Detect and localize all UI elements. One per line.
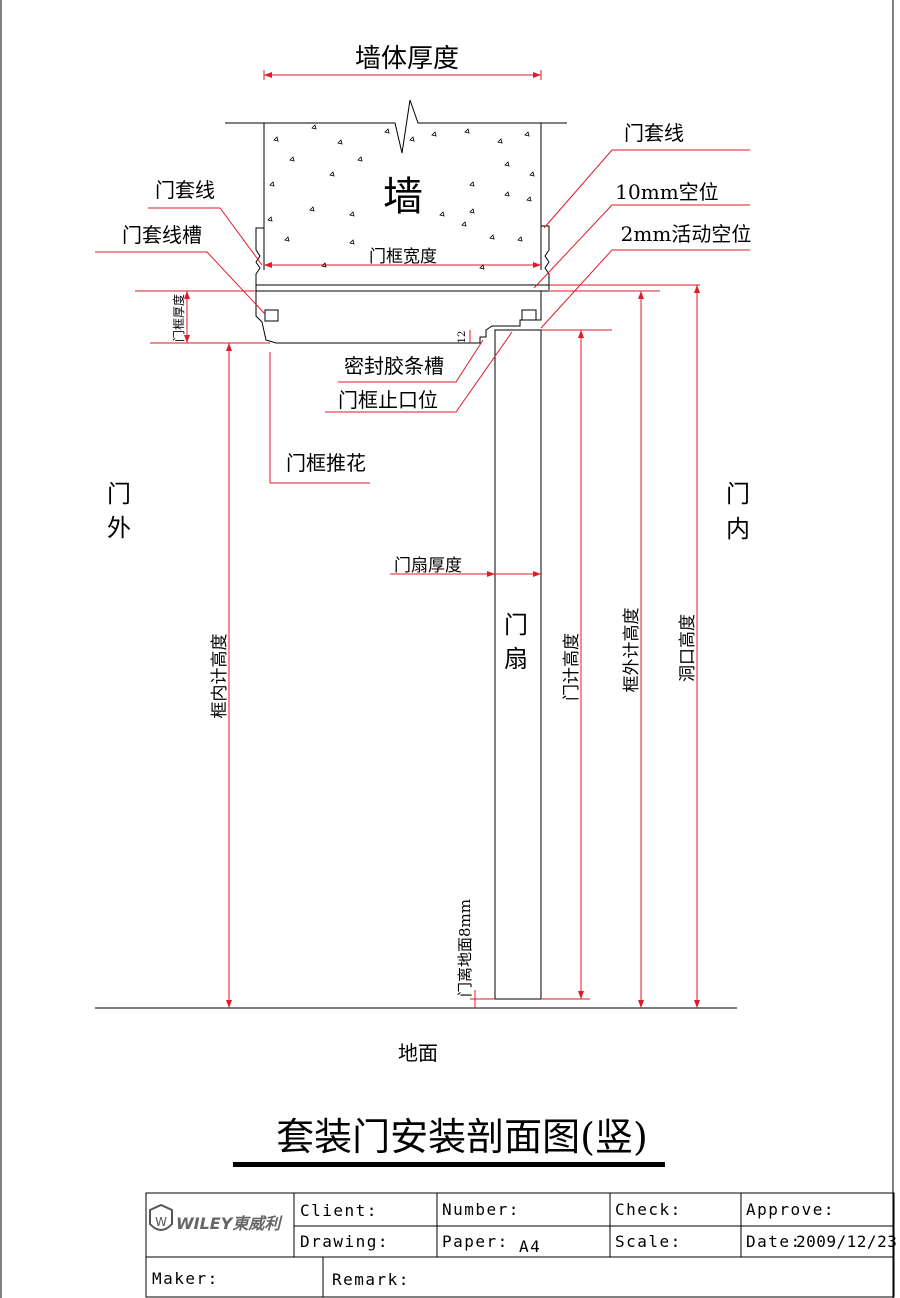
frame-thickness-label: 门框厚度 — [171, 294, 186, 342]
casing-line-right-label: 门套线 — [624, 121, 684, 145]
door-frame-head — [255, 225, 550, 344]
paper-label: Paper: — [442, 1232, 509, 1251]
left-leaders — [95, 207, 513, 484]
check-label: Check: — [615, 1200, 682, 1219]
company-logo: W WILEY東威利 — [149, 1203, 283, 1233]
casing-line-left-label: 门套线 — [155, 178, 215, 202]
door-height-dimension: 门计高度 — [541, 329, 612, 1000]
dim-12-label: 12 — [457, 331, 468, 344]
shield-icon — [149, 1203, 173, 1231]
concrete-hatch — [267, 124, 535, 270]
wall-thickness-dimension: 墙体厚度 — [263, 44, 542, 80]
frame-planing-label: 门框推花 — [286, 451, 366, 475]
paper-value: A4 — [519, 1237, 541, 1256]
date-value: 2009/12/23 — [796, 1232, 897, 1251]
client-label: Client: — [300, 1201, 378, 1220]
maker-label: Maker: — [152, 1269, 219, 1288]
drawing-title: 套装门安装剖面图(竖) — [276, 1115, 648, 1159]
leaf-label-1: 门 — [504, 611, 528, 639]
scale-label: Scale: — [615, 1232, 682, 1251]
leaf-label-2: 扇 — [504, 645, 528, 673]
inner-frame-height-dimension: 框内计高度 — [210, 343, 232, 1008]
wall-section: 墙 门框宽度 — [225, 99, 567, 270]
floor-gap-label: 门离地面8mm — [456, 899, 474, 997]
leaf-thickness-label: 门扇厚度 — [394, 556, 462, 576]
ground-label: 地面 — [398, 1041, 438, 1065]
number-label: Number: — [442, 1200, 520, 1219]
leaf-thickness-dimension: 门扇厚度 — [390, 556, 541, 577]
opening-height-label: 洞口高度 — [678, 614, 698, 682]
inside-label-2: 内 — [726, 515, 750, 543]
door-height-label: 门计高度 — [562, 633, 582, 701]
gap-10mm-label: 10mm空位 — [615, 180, 718, 204]
right-leaders — [533, 149, 750, 329]
opening-height-dimension: 洞口高度 — [549, 284, 700, 1008]
title-underline — [233, 1162, 665, 1167]
gap-2mm-label: 2mm活动空位 — [621, 222, 752, 246]
approve-label: Approve: — [746, 1200, 835, 1219]
inside-label-1: 门 — [726, 480, 750, 508]
frame-stop-label: 门框止口位 — [338, 388, 438, 412]
inner-frame-height-label: 框内计高度 — [210, 634, 230, 719]
frame-thickness-dimension: 门框厚度 — [135, 290, 270, 344]
outside-label-2: 外 — [107, 514, 131, 542]
svg-text:W: W — [155, 1215, 167, 1229]
frame-width-label: 门框宽度 — [369, 247, 437, 267]
dim-12: 12 — [457, 330, 471, 344]
outer-frame-height-dimension: 框外计高度 — [549, 290, 660, 1008]
outer-frame-height-label: 框外计高度 — [622, 608, 642, 693]
remark-label: Remark: — [332, 1270, 410, 1289]
logo-text: WILEY東威利 — [176, 1214, 283, 1233]
wall-thickness-label: 墙体厚度 — [355, 44, 459, 74]
door-leaf: 门 扇 — [494, 329, 542, 1000]
wall-label: 墙 — [383, 174, 423, 220]
casing-groove-label: 门套线槽 — [122, 223, 202, 247]
outside-label-1: 门 — [107, 480, 131, 508]
floor-gap-dimension: 门离地面8mm — [456, 899, 495, 1008]
date-label: Date: — [746, 1232, 802, 1251]
drawing-label: Drawing: — [300, 1232, 389, 1251]
title-block — [145, 1192, 895, 1298]
seal-groove-label: 密封胶条槽 — [344, 354, 444, 378]
